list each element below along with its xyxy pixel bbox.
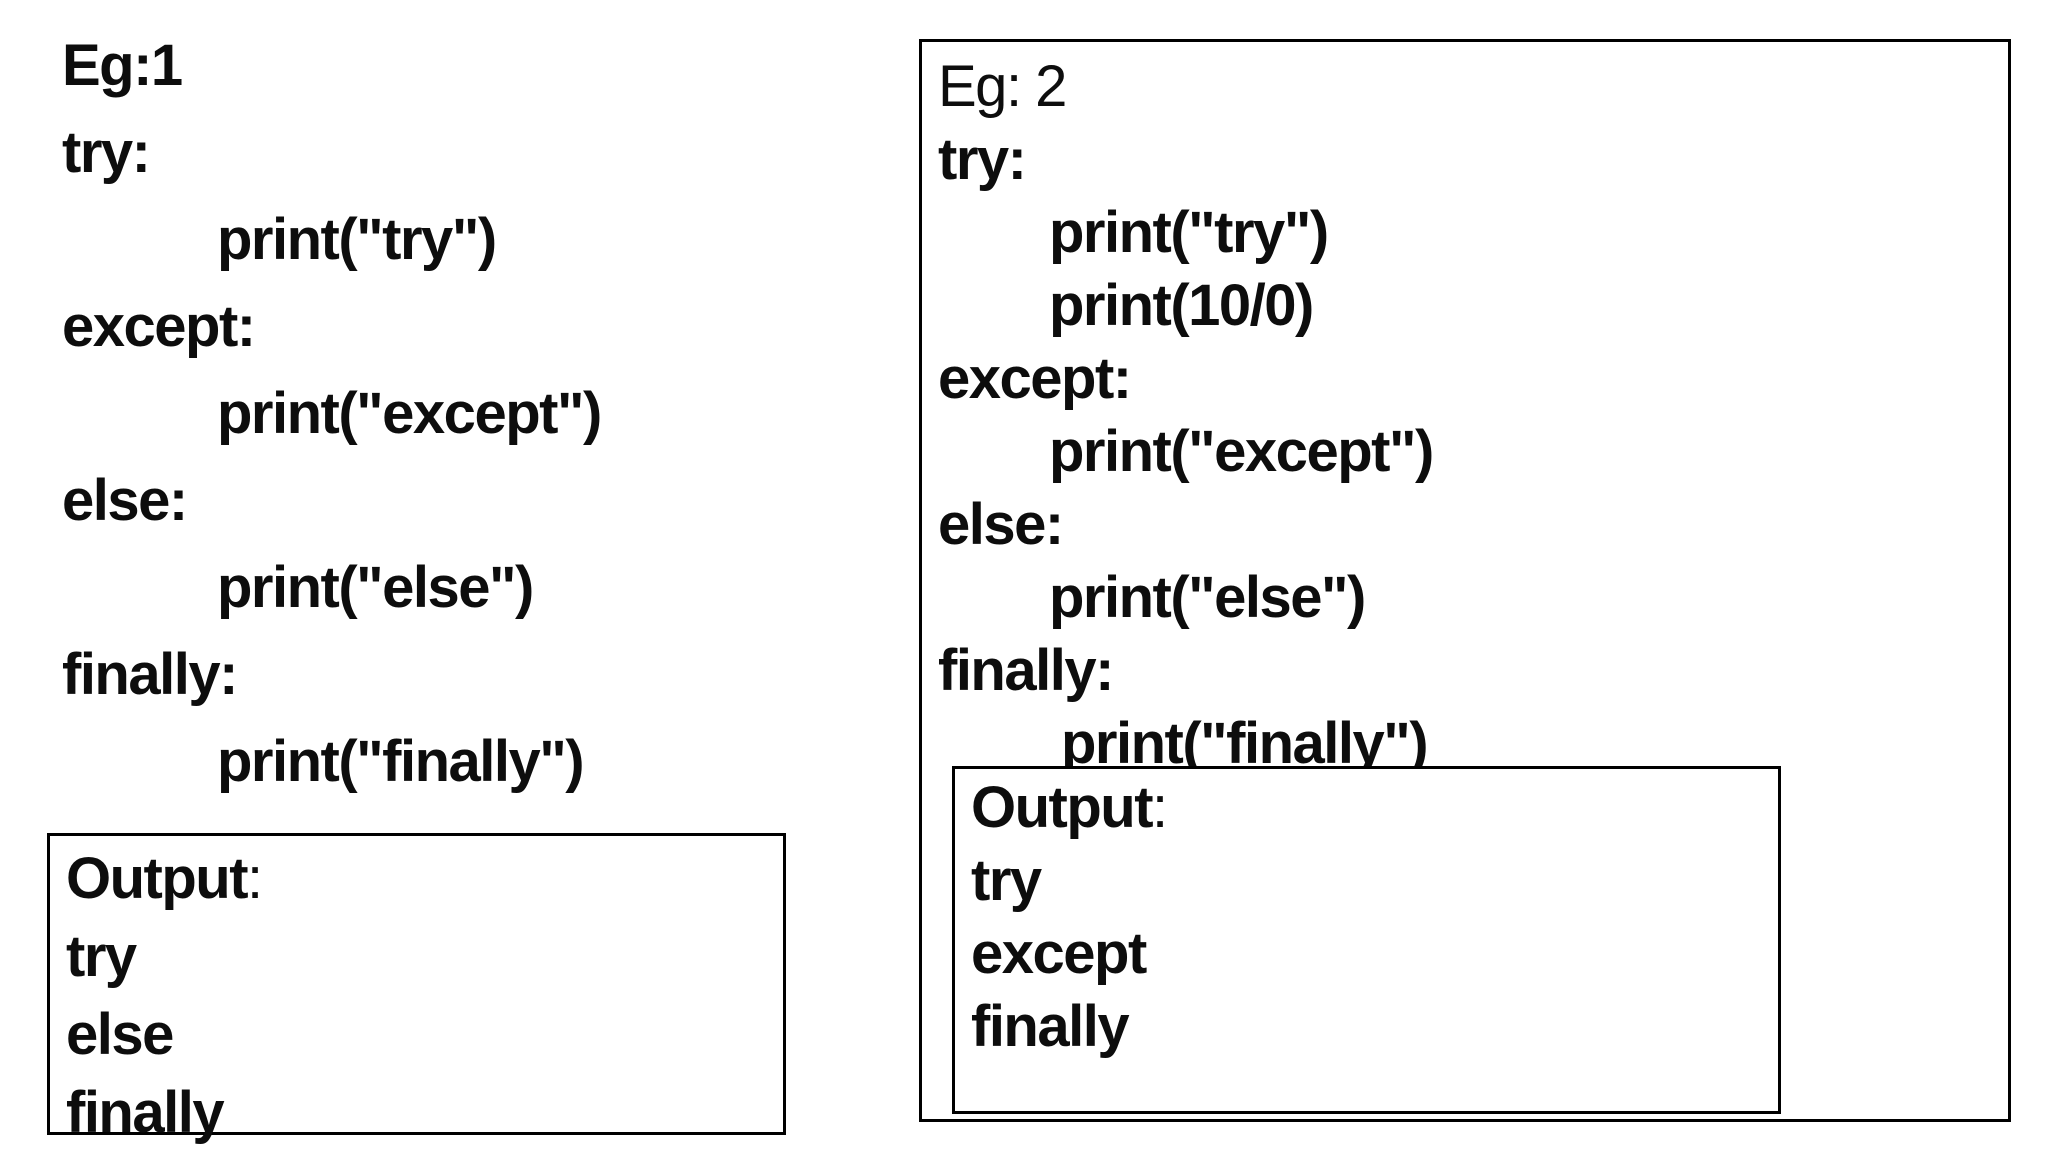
example-2-code-block: Eg: 2 try: print("try") print(10/0) exce…	[938, 50, 1434, 780]
output-label-colon: :	[247, 846, 263, 911]
output-line-else: else	[66, 1002, 174, 1067]
code-line-except-keyword: except:	[62, 294, 256, 359]
output-label-line: Output:	[66, 840, 773, 918]
code-line-print-else: print("else")	[1049, 565, 1366, 630]
code-line-print-try: print("try")	[1049, 200, 1329, 265]
code-line-print-except: print("except")	[1049, 419, 1434, 484]
code-line-print-finally: print("finally")	[217, 729, 585, 794]
code-line-print-else: print("else")	[217, 555, 534, 620]
output-label: Output	[971, 775, 1154, 840]
output-line-except: except	[971, 921, 1147, 986]
example-2-box: Eg: 2 try: print("try") print(10/0) exce…	[919, 39, 2011, 1122]
example-1-output-box: Output: try else finally	[47, 833, 786, 1145]
output-line-finally: finally	[971, 994, 1130, 1059]
output-label-colon: :	[1152, 775, 1168, 840]
output-label-line: Output:	[971, 771, 1768, 844]
code-line-try-keyword: try:	[938, 127, 1027, 192]
code-line-else-keyword: else:	[938, 492, 1064, 557]
code-line-print-finally: print("finally")	[1061, 711, 1429, 776]
code-line-finally-keyword: finally:	[938, 638, 1114, 703]
example-2-output-box: Output: try except finally	[952, 766, 1781, 1114]
output-label: Output	[66, 846, 249, 911]
output-line-try: try	[971, 848, 1042, 913]
code-line-try-keyword: try:	[62, 120, 151, 185]
code-line-print-try: print("try")	[217, 207, 497, 272]
code-line-print-10-div-0: print(10/0)	[1049, 273, 1314, 338]
example-1-label: Eg:1	[62, 33, 183, 98]
code-line-finally-keyword: finally:	[62, 642, 238, 707]
code-line-else-keyword: else:	[62, 468, 188, 533]
example-2-label: Eg: 2	[938, 54, 1067, 119]
output-line-try: try	[66, 924, 137, 989]
output-line-finally: finally	[66, 1080, 225, 1145]
code-line-except-keyword: except:	[938, 346, 1132, 411]
code-line-print-except: print("except")	[217, 381, 602, 446]
example-1-code-block: Eg:1 try: print("try") except: print("ex…	[62, 22, 602, 805]
